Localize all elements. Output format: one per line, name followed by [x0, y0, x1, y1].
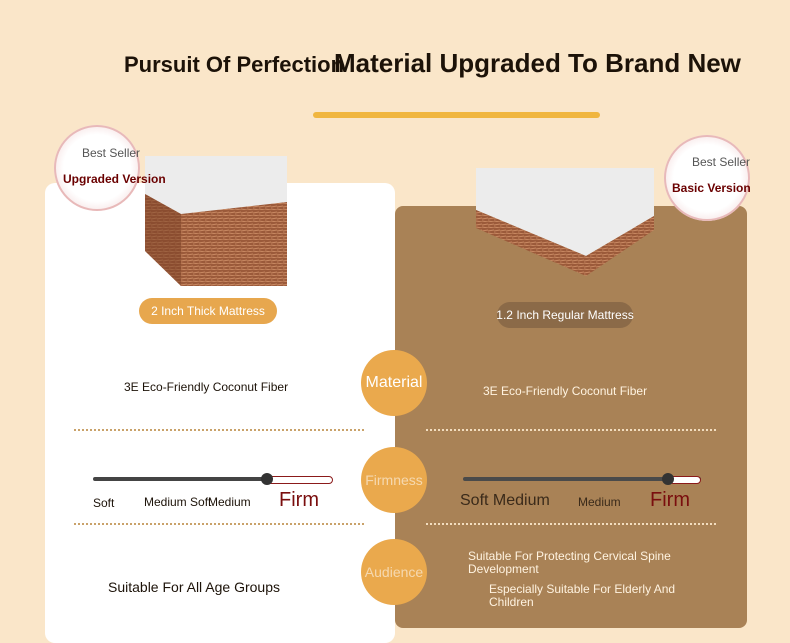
basic-card [395, 206, 747, 628]
audience-row-label: Audience [361, 539, 427, 605]
regular-mattress-image [476, 168, 654, 276]
divider [74, 523, 364, 525]
firmness-row-label: Firmness [361, 447, 427, 513]
left-material: 3E Eco-Friendly Coconut Fiber [124, 380, 289, 394]
right-firmness-medium: Medium [578, 495, 621, 509]
left-firmness-thumb [260, 473, 273, 485]
title-right: Material Upgraded To Brand New [334, 48, 741, 78]
left-firmness-soft: Soft [93, 496, 115, 510]
divider [426, 429, 716, 431]
left-firmness-track [93, 477, 331, 481]
badge-best-seller: Best Seller [82, 146, 141, 160]
badge-best-seller: Best Seller [692, 155, 751, 169]
thick-mattress-image [145, 156, 287, 286]
right-firmness-track [463, 477, 701, 481]
right-audience-1: Suitable For Protecting Cervical Spine D… [468, 549, 671, 576]
right-firmness-thumb [661, 473, 674, 485]
right-audience-2: Especially Suitable For Elderly And Chil… [489, 582, 676, 609]
upgraded-version-badge: Best Seller Upgraded Version [54, 125, 166, 211]
regular-mattress-label: 1.2 Inch Regular Mattress [496, 302, 634, 328]
right-firmness-firm: Firm [650, 489, 690, 511]
title-left: Pursuit Of Perfection [124, 52, 345, 77]
material-row-label: Material [361, 350, 427, 416]
basic-version-badge: Best Seller Basic Version [664, 135, 751, 221]
left-audience: Suitable For All Age Groups [108, 579, 280, 595]
right-material: 3E Eco-Friendly Coconut Fiber [483, 384, 648, 398]
right-firmness-soft-medium: Soft Medium [460, 492, 550, 509]
left-firmness-firm: Firm [279, 489, 319, 511]
left-firmness-medium: Medium [208, 495, 251, 509]
left-firmness-end [267, 476, 333, 484]
left-firmness-medium-soft: Medium Soft [144, 495, 212, 509]
divider [74, 429, 364, 431]
badge-version: Upgraded Version [63, 172, 166, 186]
title-underline [313, 112, 600, 118]
divider [426, 523, 716, 525]
badge-version: Basic Version [672, 181, 751, 195]
thick-mattress-label: 2 Inch Thick Mattress [139, 298, 277, 324]
right-firmness-end [669, 476, 701, 484]
